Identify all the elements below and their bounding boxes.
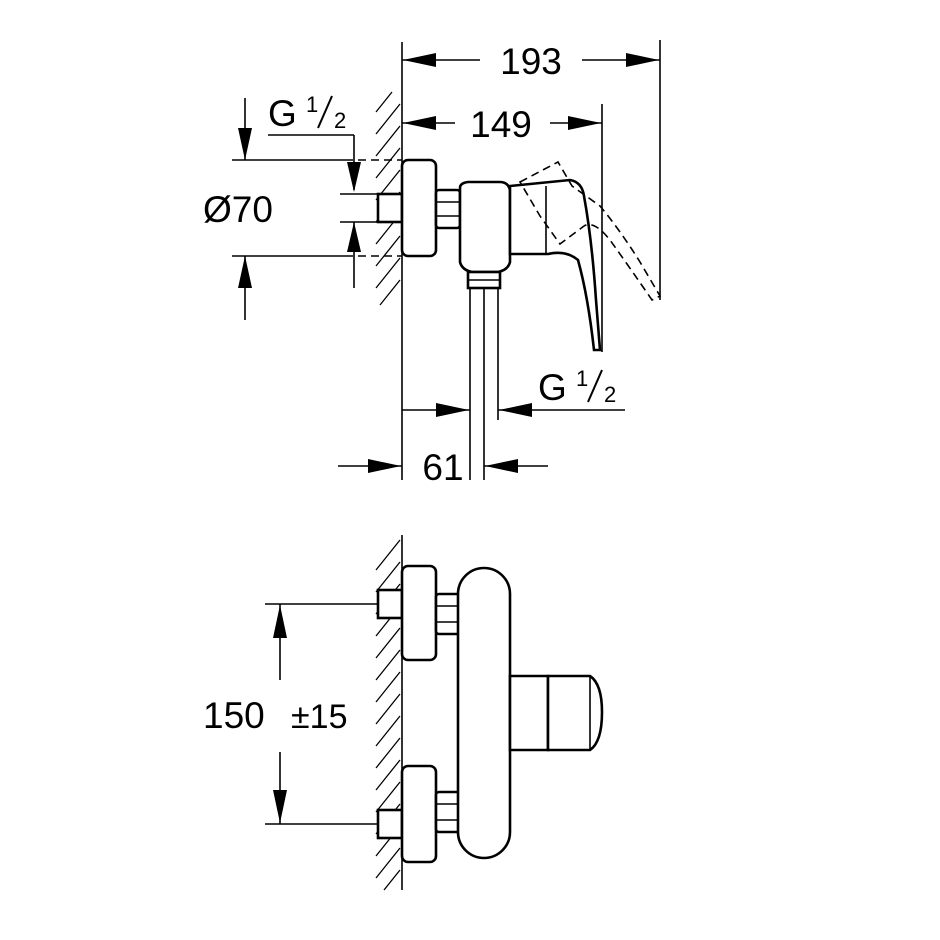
front-view: 150 ±15 [203, 535, 604, 891]
upper-rosette [400, 564, 438, 662]
dimension-outlet-offset: 61 [338, 447, 548, 488]
cartridge-housing [508, 674, 550, 752]
lever-alt-position [518, 160, 662, 302]
inlet-connector [376, 192, 404, 224]
dim-149-label: 149 [470, 104, 532, 145]
dim-193-label: 193 [500, 41, 562, 82]
dimension-lever-depth: 149 [402, 104, 603, 352]
dimension-inlet-thread: G 1 2 [268, 92, 400, 288]
dim-61-label: 61 [422, 447, 463, 488]
inlet-thread-num: 1 [306, 92, 318, 117]
lower-rosette [400, 764, 438, 864]
dimension-rosette-diameter: Ø70 [203, 98, 402, 320]
dim-150-label: 150 [203, 695, 265, 736]
dimension-overall-depth: 193 [402, 40, 661, 300]
outlet-thread-den: 2 [604, 382, 616, 407]
outlet-pipe [466, 270, 502, 480]
upper-union-nut [434, 592, 462, 636]
mixer-body-side [458, 180, 512, 274]
outlet-thread-g-label: G [538, 367, 567, 408]
inlet-thread-g-label: G [268, 93, 297, 134]
mixer-body-front [456, 566, 512, 860]
lower-union-nut [434, 790, 462, 834]
inlet-thread-den: 2 [334, 108, 346, 133]
wall-rosette-top [400, 158, 438, 258]
handle-cap [546, 674, 604, 752]
dim-150-tolerance: ±15 [291, 698, 347, 736]
lower-inlet-connector [376, 808, 404, 840]
dimension-outlet-thread: G 1 2 [402, 366, 625, 417]
outlet-thread-num: 1 [576, 366, 588, 391]
lever-handle [508, 178, 602, 352]
side-view: 193 149 G 1 2 [203, 40, 662, 488]
dimension-inlet-spacing: 150 ±15 [203, 603, 378, 825]
wall-hatch-top [375, 42, 403, 480]
rosette-diameter-label: Ø70 [203, 189, 273, 230]
upper-inlet-connector [376, 588, 404, 620]
union-nut-top [434, 188, 462, 230]
